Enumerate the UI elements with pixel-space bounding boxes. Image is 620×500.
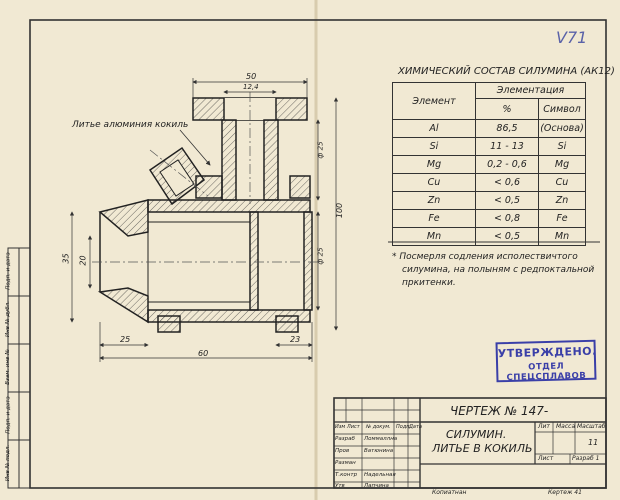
role-3-name: Надельная [364,472,396,478]
cell-percent: < 0,5 [475,191,539,210]
chemistry-table: Элемент Элементация % Символ Al 86,5 (Ос… [392,82,586,246]
dim-dia-upper: ф 25 [316,141,325,159]
dim-left-inner: 20 [78,255,88,266]
cell-percent: < 0,8 [475,209,539,228]
header-percent: % [475,98,539,120]
drawing-number: ЧЕРТЕЖ № 147- [450,404,549,418]
part-section [97,97,313,333]
cell-element: Mg [392,155,476,174]
side-strip [7,247,31,489]
cell-symbol: Zn [538,191,586,210]
table-row: Cu < 0,6 Cu [392,173,586,192]
sheets-label: Разраб 1 [572,455,600,462]
cell-symbol: Mg [538,155,586,174]
side-strip-1: Подп. и дата [5,396,12,434]
role-2: Разман [335,460,356,466]
header-symbol: Символ [538,98,586,120]
role-0: Разраб [335,436,355,442]
stamp-line-2: ОТДЕЛ СПЕЦСПЛАВОВ [506,361,587,384]
footer-left: Копиатнан [432,489,467,496]
col-sheet: Лист [347,424,360,430]
title-line-1: СИЛУМИН. [446,428,507,441]
col-sign: Подп. [396,424,412,430]
center-lines [92,92,320,263]
side-strip-4: Подп. и дата [5,252,12,290]
approval-stamp: УТВЕРЖДЕНО. ОТДЕЛ СПЕЦСПЛАВОВ [495,339,597,384]
side-strip-0: Инв № подл. [5,444,12,482]
note-line-1: * Посмерля содления исполествичтого [392,252,578,262]
table-row: Mg 0,2 - 0,6 Mg [392,155,586,174]
dimension-lines [69,78,339,362]
side-strip-2: Взам. инв № [4,349,11,385]
cell-element: Si [392,137,476,156]
cell-percent: < 0,6 [475,173,539,192]
cell-percent: 86,5 [475,119,539,138]
table-row: Al 86,5 (Основа) [392,119,586,138]
cell-element: Mn [392,227,476,246]
cell-percent: < 0,5 [475,227,539,246]
col-date: Дата [409,424,422,430]
dim-dia-lower: ф 25 [316,247,325,265]
note-line-3: пркитенки. [402,278,456,288]
title-line-2: ЛИТЬЕ В КОКИЛЬ [432,442,533,455]
table-title: ХИМИЧЕСКИЙ СОСТАВ СИЛУМИНА (АК12) [398,66,615,77]
role-0-name: Ломмаллна [364,436,398,442]
note-line-2: силумина, на полыням с редпоктальной [402,265,595,275]
scale-value: 11 [588,438,599,447]
table-row: Zn < 0,5 Zn [392,191,586,210]
role-1: Пров [335,448,350,454]
cell-element: Fe [392,209,476,228]
cell-percent: 0,2 - 0,6 [475,155,539,174]
dim-bottom-right: 23 [290,335,301,344]
cell-percent: 11 - 13 [475,137,539,156]
footer-right: Кертеж 41 [548,489,582,496]
cell-element: Al [392,119,476,138]
role-1-name: Ватюнина [364,448,394,454]
cell-symbol: Fe [538,209,586,228]
sheet-label: Лист [538,455,554,462]
cell-symbol: Mn [538,227,586,246]
header-element: Элемент [392,82,476,120]
table-row: Fe < 0,8 Fe [392,209,586,228]
cell-element: Cu [392,173,476,192]
lit-label: Лит [538,423,550,430]
stamp-line-1: УТВЕРЖДЕНО. [497,344,597,361]
leader-line [179,129,211,166]
role-4: Утв [335,483,345,489]
side-strip-3: Инв № дубл. [4,301,11,337]
cell-element: Zn [392,191,476,210]
dim-top-width: 50 [246,72,257,81]
dim-top-inner: 12,4 [243,83,259,91]
cell-symbol: Cu [538,173,586,192]
role-3: Т.контр [335,472,358,478]
dim-height-right: 100 [335,202,345,219]
dim-bottom-left: 25 [120,335,131,344]
col-doc: № докум. [366,424,391,430]
title-block [333,397,607,489]
scale-label: Масштаб [577,423,606,430]
dim-left-height: 35 [61,253,71,264]
role-4-name: Лапчина [364,483,389,489]
table-row: Si 11 - 13 Si [392,137,586,156]
col-change: Изм [335,424,346,430]
sheet-number-handwritten: V71 [556,28,588,47]
cell-symbol: (Основа) [538,119,586,138]
dim-bottom-total: 60 [198,349,209,358]
header-elements-group: Элементация [475,82,586,99]
leader-label: Литье алюминия кокиль [72,120,189,130]
cell-symbol: Si [538,137,586,156]
table-row: Mn < 0,5 Mn [392,227,586,246]
mass-label: Масса [556,423,576,430]
